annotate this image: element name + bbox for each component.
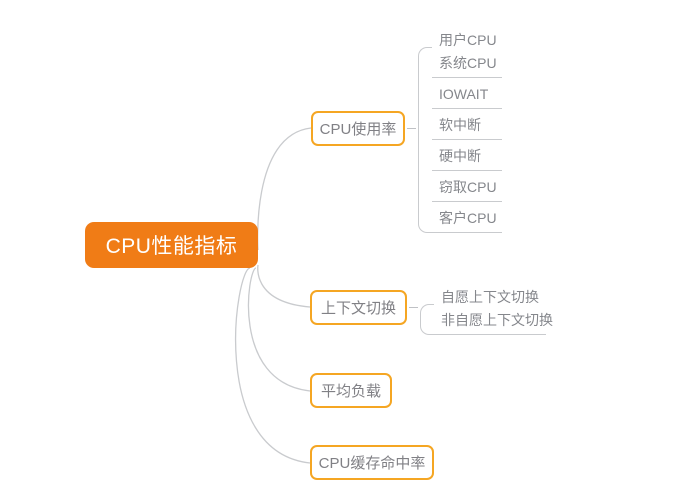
leaf-item[interactable]: 软中断 [418,109,502,140]
leaf-item-label: 自愿上下文切换 [441,288,539,305]
root-node-label: CPU性能指标 [105,235,238,258]
leaf-item-label: 用户CPU [439,31,497,48]
leaf-item[interactable]: 非自愿上下文切换 [420,304,553,335]
branch-node-load-average[interactable]: 平均负载 [310,373,392,408]
leaf-bracket [418,47,432,233]
leaf-item-label: 硬中断 [439,147,481,164]
branch-node-label: 上下文切换 [320,300,396,317]
leaf-item[interactable]: IOWAIT [418,78,502,109]
leaf-item-label: 客户CPU [439,209,497,226]
connector-root-to-branch-1 [257,127,312,251]
leaf-group-cpu-usage: 系统CPU IOWAIT 软中断 硬中断 窃取CPU 客户CPU [418,47,502,233]
leaf-bracket [420,304,434,335]
leaf-item-label: 系统CPU [439,54,497,71]
leaf-item[interactable]: 客户CPU [418,202,502,233]
branch-node-context-switch[interactable]: 上下文切换 [310,290,407,325]
branch-node-label: CPU使用率 [319,121,397,138]
leaf-item[interactable]: 窃取CPU [418,171,502,202]
leaf-group-context-switch: 非自愿上下文切换 [420,304,553,335]
leaf-item-label: 窃取CPU [439,178,497,195]
branch-node-cache-hit-rate[interactable]: CPU缓存命中率 [310,445,434,480]
leaf-item-label: IOWAIT [439,85,489,102]
connector-root-to-branch-3 [247,267,311,392]
leaf-item-label: 非自愿上下文切换 [441,311,553,328]
leaf-item[interactable]: 自愿上下文切换 [420,281,546,312]
connector-root-to-branch-4 [235,267,311,464]
connector-root-to-branch-2 [257,264,311,308]
leaf-item[interactable]: 硬中断 [418,140,502,171]
leaf-item-label: 软中断 [439,116,481,133]
leaf-item[interactable]: 用户CPU [418,24,502,55]
leaf-item[interactable]: 系统CPU [418,47,502,78]
branch-node-label: 平均负载 [320,383,381,400]
leaf-stub-branch-1 [407,128,416,129]
root-node[interactable]: CPU性能指标 [85,222,258,268]
leaf-stub-branch-2 [409,307,418,308]
branch-node-label: CPU缓存命中率 [318,455,426,472]
branch-node-cpu-usage[interactable]: CPU使用率 [311,111,405,146]
